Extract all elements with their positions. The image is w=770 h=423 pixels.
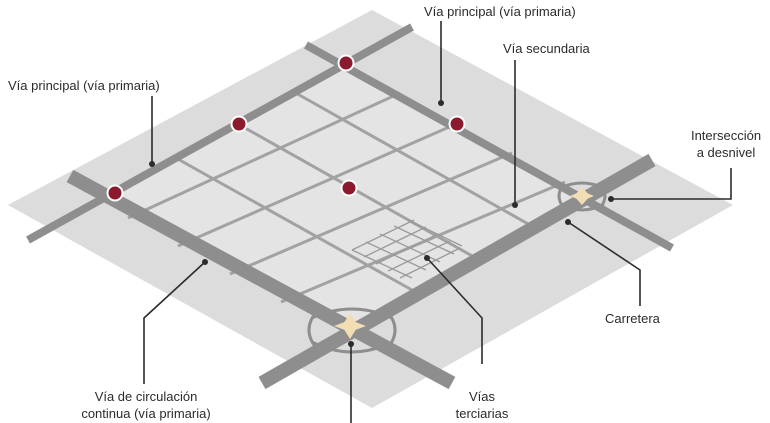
intersection-dot [106,184,124,202]
label-continuous-line1: Vía de circulación [94,389,198,404]
label-tertiary-line2: terciarias [455,406,509,421]
leader-dots [149,100,614,347]
intersection-dot [337,54,355,72]
label-tertiary-line1: Vías [468,389,495,404]
right-interchange-marker-h [570,191,594,201]
label-interchange-line1: Intersección [690,128,762,143]
label-highway: Carretera [605,311,660,326]
right-interchange-ramps [557,181,607,212]
intersection-dot [230,115,248,133]
bottom-interchange-marker-h [334,320,366,332]
label-interchange-line2: a desnivel [696,145,756,160]
intersection-dot [448,115,466,133]
secondary-streets [127,90,566,304]
bottom-interchange-ramps [307,307,397,354]
intersection-dot [340,179,358,197]
label-secondary-road: Vía secundaria [503,41,590,56]
tertiary-streets [351,219,463,279]
intersection-markers [106,54,466,202]
label-continuous-line2: continua (vía primaria) [81,406,211,421]
leader-lines [143,21,732,423]
label-top-primary-road: Vía principal (vía primaria) [424,4,576,19]
label-left-primary-road: Vía principal (vía primaria) [8,78,160,93]
